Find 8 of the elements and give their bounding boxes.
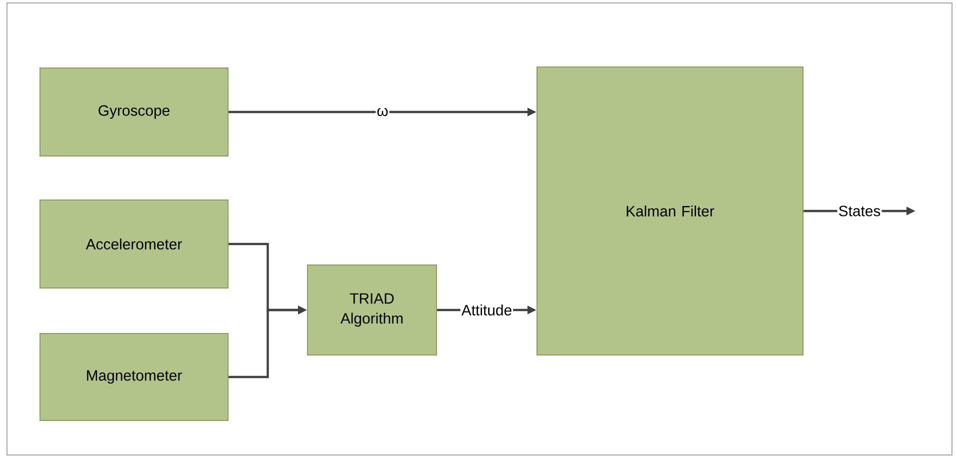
edge-label: Attitude (460, 304, 514, 316)
sensor-box: Accelerometer (40, 200, 228, 288)
sensor-box: Gyroscope (40, 68, 228, 156)
edge-label: ω (376, 106, 390, 118)
sensor-box: Magnetometer (40, 333, 228, 421)
process-box: TRIAD Algorithm (307, 264, 437, 356)
edge-label: States (837, 204, 882, 218)
filter-box: Kalman Filter (536, 66, 804, 356)
